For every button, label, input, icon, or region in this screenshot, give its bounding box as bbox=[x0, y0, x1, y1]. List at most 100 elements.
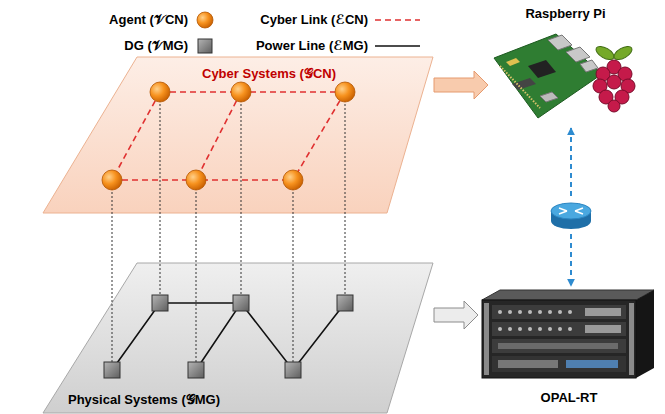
legend-label: DG (𝒱MG) bbox=[124, 38, 188, 54]
agent-circle bbox=[150, 82, 170, 102]
opal-rt-rack-part bbox=[498, 360, 558, 368]
legend-sample bbox=[370, 11, 425, 29]
raspberry-logo-part-part bbox=[608, 100, 620, 112]
physical-plane: Physical Systems (𝒢MG) bbox=[42, 262, 434, 414]
opal-rt-rack bbox=[482, 290, 654, 378]
opal-rt-rack-part bbox=[498, 310, 572, 331]
power-line-sample bbox=[375, 45, 420, 47]
legend-sample bbox=[190, 37, 220, 55]
node-label: OPAL-RT bbox=[478, 390, 660, 406]
opal-rt-rack-part-part bbox=[568, 310, 572, 314]
legend-sample bbox=[370, 37, 425, 55]
opal-rt-rack-part-part bbox=[528, 310, 532, 314]
opal-rt-rack-part-part bbox=[518, 310, 522, 314]
raspberry-pi-board-part bbox=[540, 92, 558, 102]
opal-rt-rack-part bbox=[492, 339, 626, 353]
router-icon-part bbox=[559, 208, 583, 214]
raspberry-pi-board-part bbox=[494, 34, 602, 118]
opal-rt-rack-part bbox=[484, 303, 489, 375]
legend-item: Power Line (ℰMG) bbox=[230, 37, 425, 55]
node-label: Raspberry Pi bbox=[488, 6, 643, 22]
opal-rt-rack-part bbox=[492, 356, 626, 372]
agent-circle bbox=[186, 170, 206, 190]
router-icon-part bbox=[551, 203, 591, 219]
plane-outline bbox=[43, 263, 433, 413]
plane-shape bbox=[42, 262, 434, 414]
cyber-link-sample bbox=[375, 19, 420, 21]
raspberry-logo-part bbox=[594, 44, 616, 63]
raspberry-logo-part bbox=[612, 44, 634, 63]
dg-square bbox=[233, 295, 249, 311]
router-icon bbox=[551, 203, 591, 229]
mapping-arrow bbox=[434, 71, 488, 99]
legend-sample bbox=[190, 11, 220, 29]
opal-rt-rack-part bbox=[482, 300, 636, 378]
opal-rt-rack-part bbox=[629, 303, 634, 375]
router-icon-part-part bbox=[559, 211, 567, 214]
raspberry-pi-board-part bbox=[500, 66, 540, 108]
device-node: OPAL-RT bbox=[478, 286, 660, 410]
router-icon-part-part bbox=[559, 208, 567, 211]
cyber-plane: Cyber Systems (𝒢CN) bbox=[42, 56, 434, 214]
dg-square bbox=[337, 295, 353, 311]
raspberry-pi-board-part bbox=[506, 58, 520, 66]
opal-rt-rack-part bbox=[566, 360, 618, 368]
opal-rt-rack-part-part bbox=[528, 327, 532, 331]
router-icon-part-part bbox=[575, 208, 583, 211]
plane-outline bbox=[43, 57, 433, 213]
opal-rt-rack-part-part bbox=[518, 327, 522, 331]
opal-rt-rack-part-part bbox=[558, 310, 562, 314]
opal-rt-rack-part bbox=[585, 308, 621, 316]
network-link bbox=[570, 128, 572, 286]
opal-rt-rack-part-part bbox=[548, 327, 552, 331]
dg-square bbox=[285, 362, 301, 378]
node-label: Physical Systems (𝒢MG) bbox=[68, 392, 220, 408]
raspberry-pi-board-part bbox=[548, 35, 572, 50]
legend-label: Agent (𝒱CN) bbox=[109, 12, 188, 28]
legend-item: Agent (𝒱CN) bbox=[40, 11, 220, 29]
opal-rt-rack-part-part bbox=[538, 327, 542, 331]
dg-square bbox=[188, 362, 204, 378]
raspberry-pi-board-part bbox=[580, 60, 598, 72]
opal-rt-rack-part bbox=[498, 343, 618, 349]
agent-circle bbox=[283, 170, 303, 190]
raspberry-pi-board bbox=[494, 34, 602, 118]
raspberry-pi-board-part bbox=[528, 60, 556, 78]
legend-item: DG (𝒱MG) bbox=[40, 37, 220, 55]
raspberry-logo bbox=[593, 44, 635, 112]
coupling-line bbox=[112, 180, 113, 370]
opal-rt-rack-part-part bbox=[568, 327, 572, 331]
opal-rt-rack-part-part bbox=[558, 327, 562, 331]
node-label: Cyber Systems (𝒢CN) bbox=[202, 66, 336, 82]
opal-rt-rack-part-part bbox=[498, 327, 502, 331]
dg-sample bbox=[198, 39, 212, 53]
device-node: Raspberry Pi bbox=[488, 4, 643, 128]
opal-rt-rack-part-part bbox=[538, 310, 542, 314]
agent-circle bbox=[335, 82, 355, 102]
raspberry-logo-part bbox=[593, 60, 635, 112]
opal-rt-rack-part bbox=[492, 305, 626, 319]
opal-rt-rack-part bbox=[585, 325, 621, 333]
mapping-arrow bbox=[434, 301, 478, 329]
raspberry-logo-part-part bbox=[607, 75, 621, 89]
opal-rt-rack-part-part bbox=[548, 310, 552, 314]
legend-label: Cyber Link (ℰCN) bbox=[260, 12, 368, 28]
agent-sample bbox=[197, 12, 213, 28]
opal-rt-rack-part-part bbox=[508, 310, 512, 314]
raspberry-pi-board-part bbox=[512, 78, 536, 90]
opal-rt-rack-part bbox=[482, 290, 654, 300]
legend-label: Power Line (ℰMG) bbox=[256, 38, 368, 54]
raspberry-pi-board-part bbox=[566, 47, 590, 62]
legend-item: Cyber Link (ℰCN) bbox=[230, 11, 425, 29]
agent-circle bbox=[231, 82, 251, 102]
opal-rt-rack-part bbox=[492, 322, 626, 336]
dg-square bbox=[104, 362, 120, 378]
opal-rt-rack-part-part bbox=[498, 310, 502, 314]
opal-rt-rack-part-part bbox=[508, 327, 512, 331]
dg-square bbox=[152, 295, 168, 311]
router-icon-part-part bbox=[575, 211, 583, 214]
opal-rt-rack-part bbox=[636, 290, 654, 378]
